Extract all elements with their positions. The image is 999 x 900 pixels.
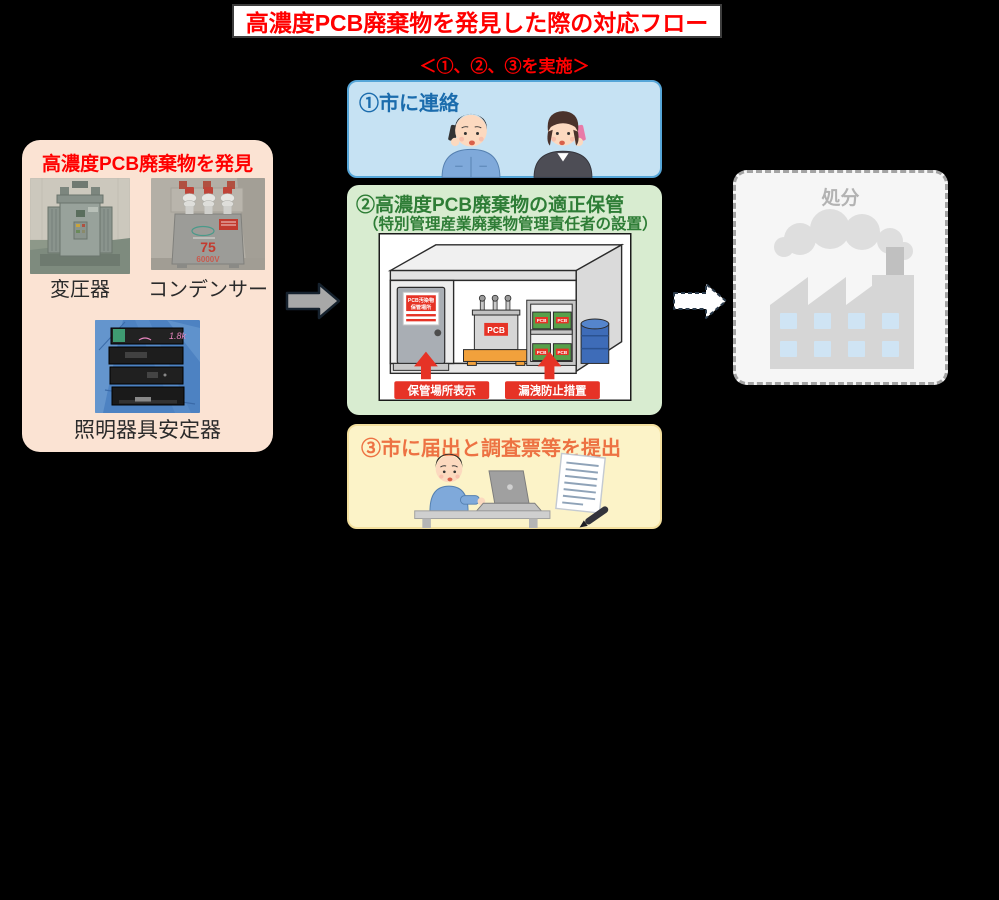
document-icon (555, 452, 606, 514)
transformer-photo (30, 178, 130, 274)
ballast-photo: 1.8k (95, 320, 200, 413)
transformer-photo-art (30, 178, 130, 274)
page-title-box: 高濃度PCB廃棄物を発見した際の対応フロー (232, 4, 722, 38)
pcb-box: PCB (552, 343, 572, 361)
discovery-title: 高濃度PCB廃棄物を発見 (41, 154, 254, 175)
page-title: 高濃度PCB廃棄物を発見した際の対応フロー (245, 10, 709, 36)
warehouse-illustration: PCB汚染物 保管場所 PCB (378, 233, 632, 406)
ballast-label: 照明器具安定器 (74, 419, 221, 442)
drum-icon (580, 318, 610, 364)
svg-text:PCB: PCB (537, 318, 547, 323)
capacitor-label: コンデンサー (148, 279, 268, 301)
storage-shelf: PCB PCB PCB PCB (526, 299, 577, 366)
discovery-box: 高濃度PCB廃棄物を発見 (22, 140, 273, 452)
step2-subtitle: （特別管理産業廃棄物管理責任者の設置） (363, 216, 658, 233)
storage-sign: PCB汚染物 保管場所 (402, 291, 440, 326)
step3-box: ③市に届出と調査票等を提出 (347, 424, 662, 529)
sign-line1: PCB汚染物 (408, 296, 434, 304)
bushing-icon (220, 187, 235, 214)
svg-text:PCB: PCB (537, 350, 547, 355)
step3-title: ③市に届出と調査票等を提出 (361, 438, 621, 460)
flow-arrow-right-icon (285, 280, 341, 327)
sign-line2: 保管場所 (410, 303, 432, 311)
page-subtitle: ＜①、②、③を実施＞ (419, 57, 590, 76)
phone-woman-icon (521, 104, 605, 183)
callout-left: 保管場所表示 (407, 384, 476, 398)
laptop-person-icon (404, 448, 614, 533)
step2-box: ②高濃度PCB廃棄物の適正保管 （特別管理産業廃棄物管理責任者の設置） (347, 185, 662, 415)
callout-right-bg (505, 381, 600, 400)
disposal-box: 処分 (733, 170, 948, 385)
step1-title: ①市に連絡 (359, 93, 459, 115)
stored-transformer: PCB (463, 294, 530, 366)
step1-box: ①市に連絡 (347, 80, 662, 178)
bushing-icon (201, 187, 216, 214)
ballast-photo-art: 1.8k (95, 320, 200, 413)
capacitor-marking-bottom: 6000V (196, 255, 220, 264)
callout-right: 漏洩防止措置 (518, 384, 586, 398)
pen-icon (579, 506, 609, 528)
svg-text:PCB: PCB (558, 318, 568, 323)
pcb-box: PCB (532, 311, 551, 330)
transformer-pcb-label: PCB (487, 325, 505, 335)
up-arrow-icon (414, 351, 438, 380)
capacitor-photo: 75 6000V (151, 178, 265, 270)
pcb-box: PCB (552, 311, 572, 330)
capacitor-marking-top: 75 (200, 239, 216, 255)
transformer-label: 変圧器 (50, 279, 110, 301)
step2-title: ②高濃度PCB廃棄物の適正保管 (356, 195, 625, 216)
svg-text:PCB: PCB (558, 350, 568, 355)
factory-icon (752, 205, 932, 380)
bushing-icon (182, 187, 197, 214)
callout-left-bg (394, 381, 490, 400)
disposal-title: 処分 (821, 188, 860, 209)
up-arrow-icon (537, 351, 562, 380)
capacitor-photo-art: 75 6000V (151, 178, 265, 270)
phone-man-icon (429, 104, 513, 183)
ballast-marking: 1.8k (169, 331, 187, 341)
flow-arrow-dashed-icon (672, 280, 728, 327)
